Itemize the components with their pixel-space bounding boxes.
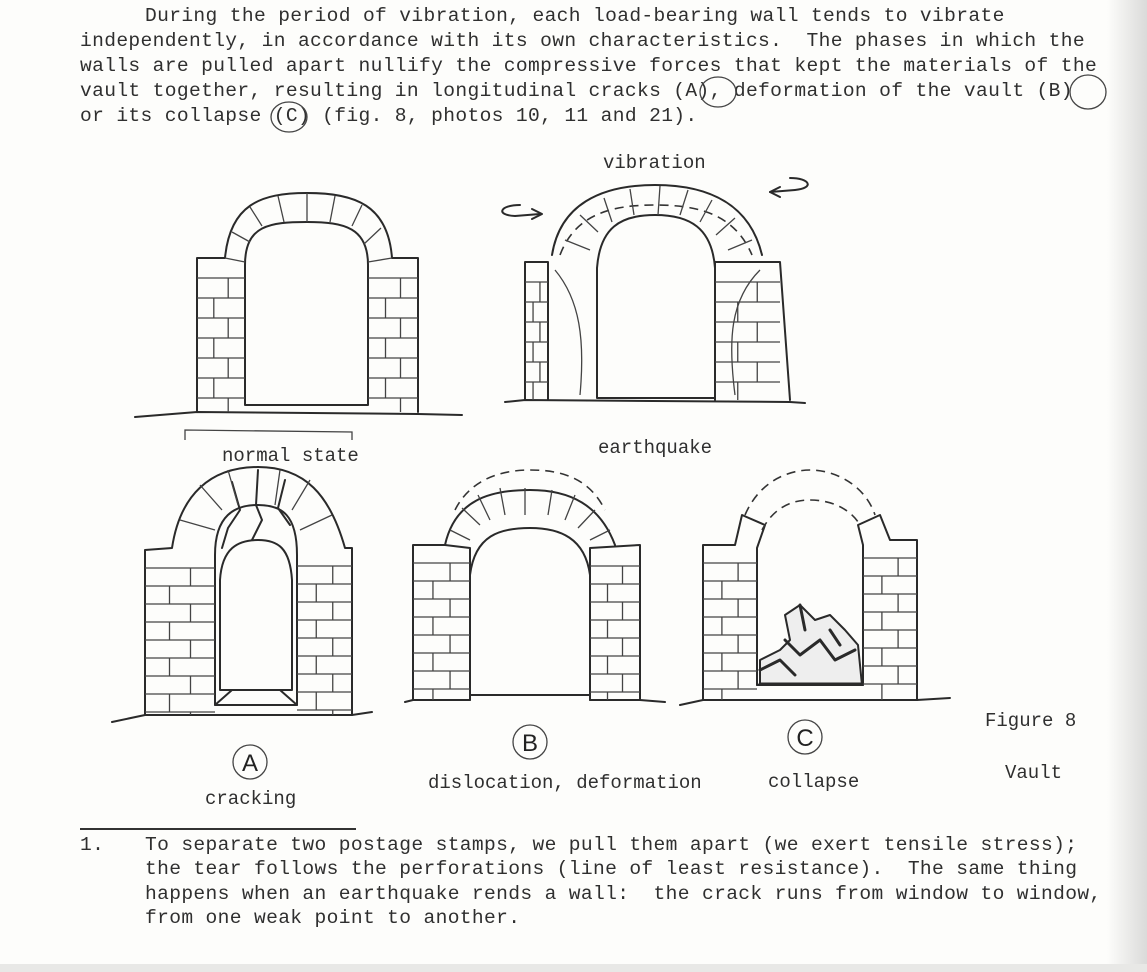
paragraph-line: walls are pulled apart nullify the compr… — [80, 55, 1098, 77]
arch-dislocation-deformation: B dislocation, deformation — [404, 469, 702, 794]
paragraph-line: vault together, resulting in longitudina… — [80, 80, 1073, 102]
circle-mark-c — [270, 101, 308, 133]
arch-collapse: C collapse — [679, 469, 951, 793]
panel-a-letter: A — [242, 750, 258, 777]
paragraph-line: or its collapse (C) (fig. 8, photos 10, … — [80, 105, 698, 127]
arch-normal-state: normal state — [134, 192, 463, 467]
arch-cracking: A cracking — [111, 466, 373, 810]
paragraph-line: During the period of vibration, each loa… — [145, 5, 1005, 27]
footnote-line: the tear follows the perforations (line … — [145, 858, 1078, 880]
footnote-line: happens when an earthquake rends a wall:… — [145, 883, 1102, 905]
vibration-arrow-left-icon — [501, 204, 541, 217]
dislocation-deformation-label: dislocation, deformation — [428, 772, 702, 794]
panel-a-circle — [232, 744, 268, 780]
figure-title: Vault — [1005, 762, 1062, 784]
normal-state-label: normal state — [222, 445, 359, 467]
cracking-label: cracking — [205, 788, 296, 810]
figure-number: Figure 8 — [985, 710, 1076, 732]
footnote-rule — [80, 828, 356, 830]
footnote-line: from one weak point to another. — [145, 907, 521, 929]
page-bottom-edge — [0, 964, 1147, 972]
earthquake-label: earthquake — [598, 437, 712, 459]
page-edge-shadow — [1107, 0, 1147, 972]
collapse-label: collapse — [768, 771, 859, 793]
circle-mark-a — [699, 76, 737, 108]
panel-b-letter: B — [522, 730, 538, 757]
panel-c-circle — [787, 719, 823, 755]
circle-mark-b — [1069, 74, 1107, 110]
panel-c-letter: C — [796, 725, 813, 752]
vibration-arrow-right-icon — [769, 177, 809, 193]
vibration-label: vibration — [603, 152, 706, 174]
footnote-line: To separate two postage stamps, we pull … — [145, 834, 1078, 856]
paragraph-line: independently, in accordance with its ow… — [80, 30, 1085, 52]
arch-earthquake: vibration earthquake — [501, 152, 809, 459]
footnote-number: 1. — [80, 834, 105, 856]
panel-b-circle — [512, 724, 548, 760]
